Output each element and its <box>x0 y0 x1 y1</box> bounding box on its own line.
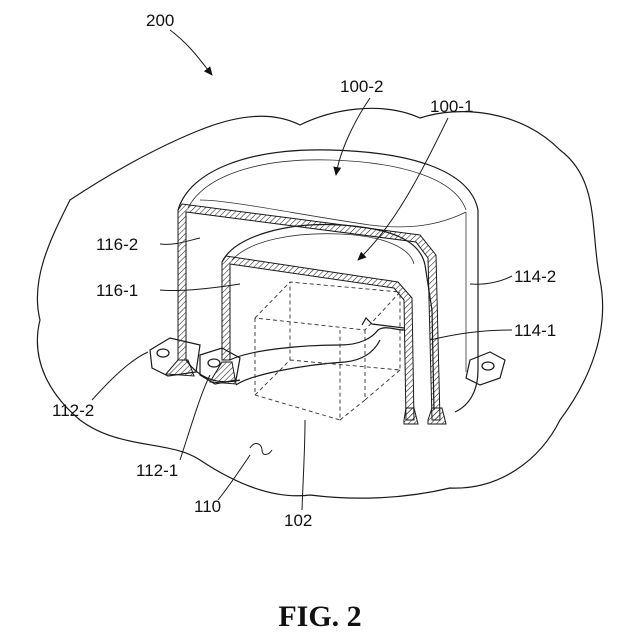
flange-hole-left-outer <box>157 349 169 357</box>
substrate-mark <box>250 444 272 455</box>
leader-102 <box>302 420 305 510</box>
leader-114-2 <box>470 276 512 284</box>
inner-shell-notch <box>362 318 404 328</box>
leader-114-1 <box>430 330 512 340</box>
label-100-1: 100-1 <box>430 97 473 116</box>
substrate-outline <box>37 108 602 498</box>
label-116-2: 116-2 <box>96 235 138 254</box>
inner-foot-left <box>210 362 236 384</box>
label-112-1: 112-1 <box>136 461 178 480</box>
label-112-2: 112-2 <box>52 401 94 420</box>
inner-foot-right <box>404 408 418 424</box>
label-200: 200 <box>146 11 174 30</box>
leader-112-1 <box>180 375 210 460</box>
outer-shell-top <box>178 150 478 210</box>
outer-foot-right <box>428 408 446 424</box>
outer-flange-right <box>466 352 505 385</box>
leader-112-2 <box>92 352 148 400</box>
outer-shell-section <box>178 204 440 420</box>
flange-hole-left-inner <box>208 359 220 367</box>
inner-shell-section <box>222 256 414 420</box>
leader-110 <box>218 455 250 500</box>
label-102: 102 <box>284 511 312 530</box>
leader-200 <box>170 30 212 75</box>
label-116-1: 116-1 <box>96 281 138 300</box>
inner-shell-opening-edge <box>236 340 380 385</box>
outer-foot-left <box>166 360 194 376</box>
figure-caption: FIG. 2 <box>278 600 361 633</box>
component-box <box>255 282 400 420</box>
label-100-2: 100-2 <box>340 77 383 96</box>
label-110: 110 <box>194 497 221 516</box>
label-114-1: 114-1 <box>514 321 556 340</box>
flange-hole-right <box>482 362 494 370</box>
label-114-2: 114-2 <box>514 267 556 286</box>
